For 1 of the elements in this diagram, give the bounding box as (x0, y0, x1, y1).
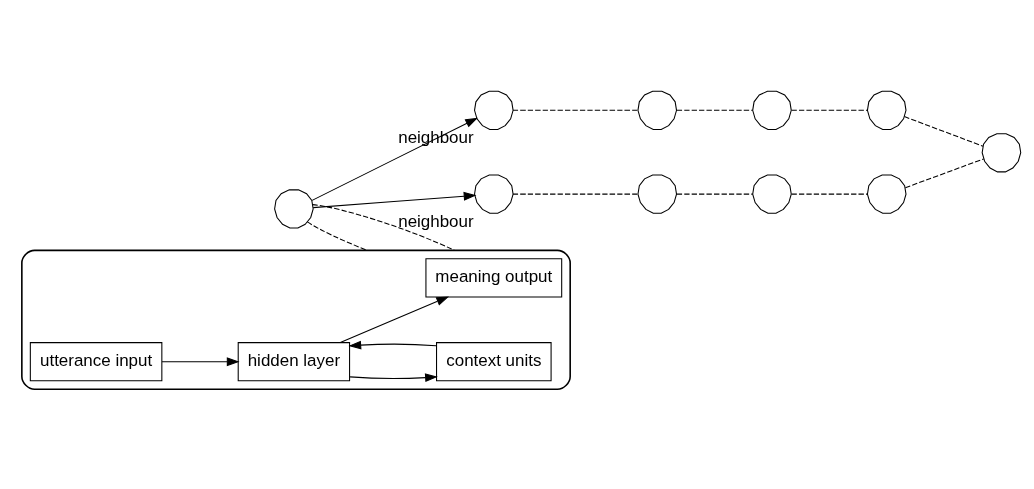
node-label: neighbour (398, 211, 474, 231)
